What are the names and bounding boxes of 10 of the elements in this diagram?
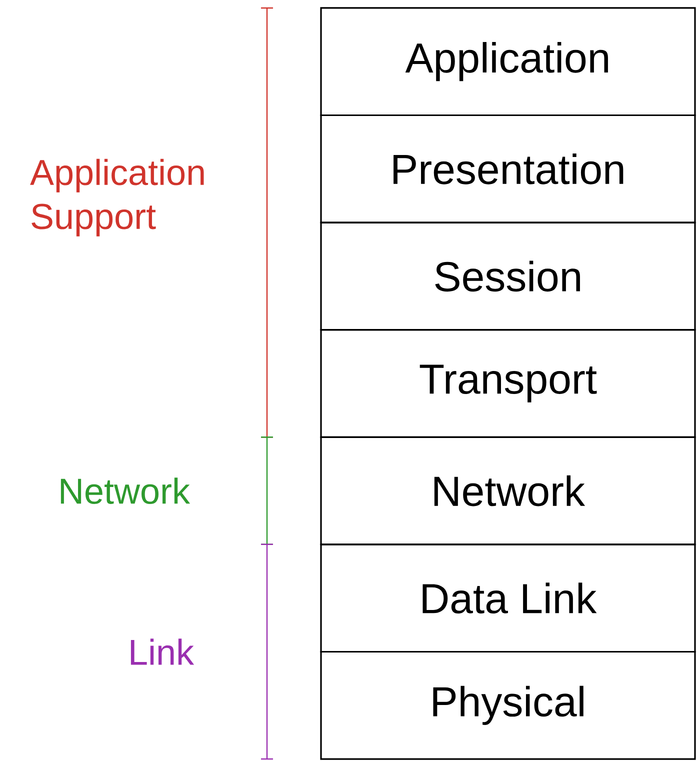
layer-box: Presentation [320, 114, 696, 224]
layer-box: Session [320, 222, 696, 331]
layer-box: Transport [320, 329, 696, 438]
layer-box: Application [320, 7, 696, 116]
group-label: Link [130, 638, 194, 665]
group-label: Network [60, 478, 190, 504]
layer-box: Data Link [320, 544, 696, 653]
layer-box: Physical [320, 650, 696, 760]
group-label: Application Support [30, 158, 204, 236]
layer-box: Network [320, 436, 696, 546]
